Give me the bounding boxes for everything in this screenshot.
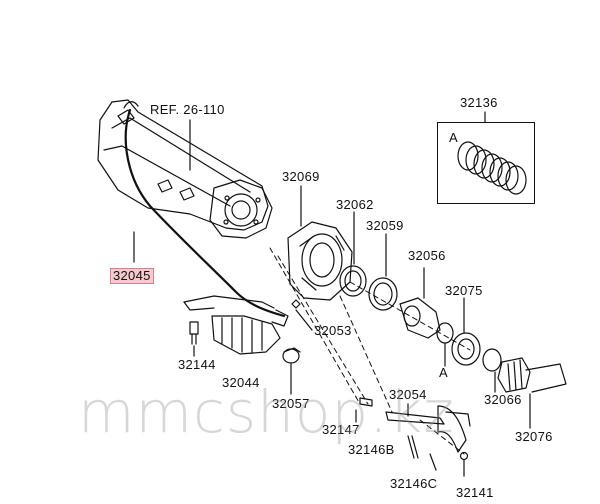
part-label-32136: 32136 [460,95,498,110]
detail-box-a [437,122,535,204]
watermark: mmcshop.kz [78,378,455,446]
marker-a-box: A [449,130,458,145]
pin-32146b [407,435,415,459]
vacuum-pipe [123,101,286,318]
bolt-32141 [459,451,469,477]
snap-ring [436,322,454,344]
pin-32146c [429,453,437,471]
bushing-32057 [282,347,301,364]
part-label-32141: 32141 [456,485,494,500]
ring-32059 [368,277,398,311]
part-label-32059: 32059 [366,218,404,233]
part-label-32146b: 32146B [348,442,395,457]
bolt-32144 [189,321,199,345]
spring-set-32136 [457,141,527,195]
marker-a-main: A [439,365,448,380]
part-label-32147: 32147 [322,422,360,437]
part-label-32053: 32053 [314,323,352,338]
part-label-32044: 32044 [222,375,260,390]
part-label-32056: 32056 [408,248,446,263]
part-label-32066: 32066 [484,392,522,407]
part-label-32075: 32075 [445,283,483,298]
clip-32053 [291,299,301,309]
part-label-32057: 32057 [272,396,310,411]
seal-32062 [339,265,367,297]
ring-32066 [482,348,502,372]
actuator-boot [183,295,289,355]
part-label-32045: 32045 [110,268,154,284]
part-label-32054: 32054 [389,387,427,402]
part-label-32069: 32069 [282,169,320,184]
part-label-32146c: 32146C [390,476,438,491]
shift-fork-32054 [385,405,471,453]
axle-housing [97,99,273,239]
bearing-32075 [451,332,481,366]
part-label-32144: 32144 [178,357,216,372]
ref-label: REF. 26-110 [150,102,225,117]
part-label-32076: 32076 [515,429,553,444]
sleeve-32056 [399,297,441,339]
part-label-32062: 32062 [336,197,374,212]
alignment-lines [269,247,471,455]
shaft-32076 [497,357,567,393]
pin-32147 [359,397,373,407]
